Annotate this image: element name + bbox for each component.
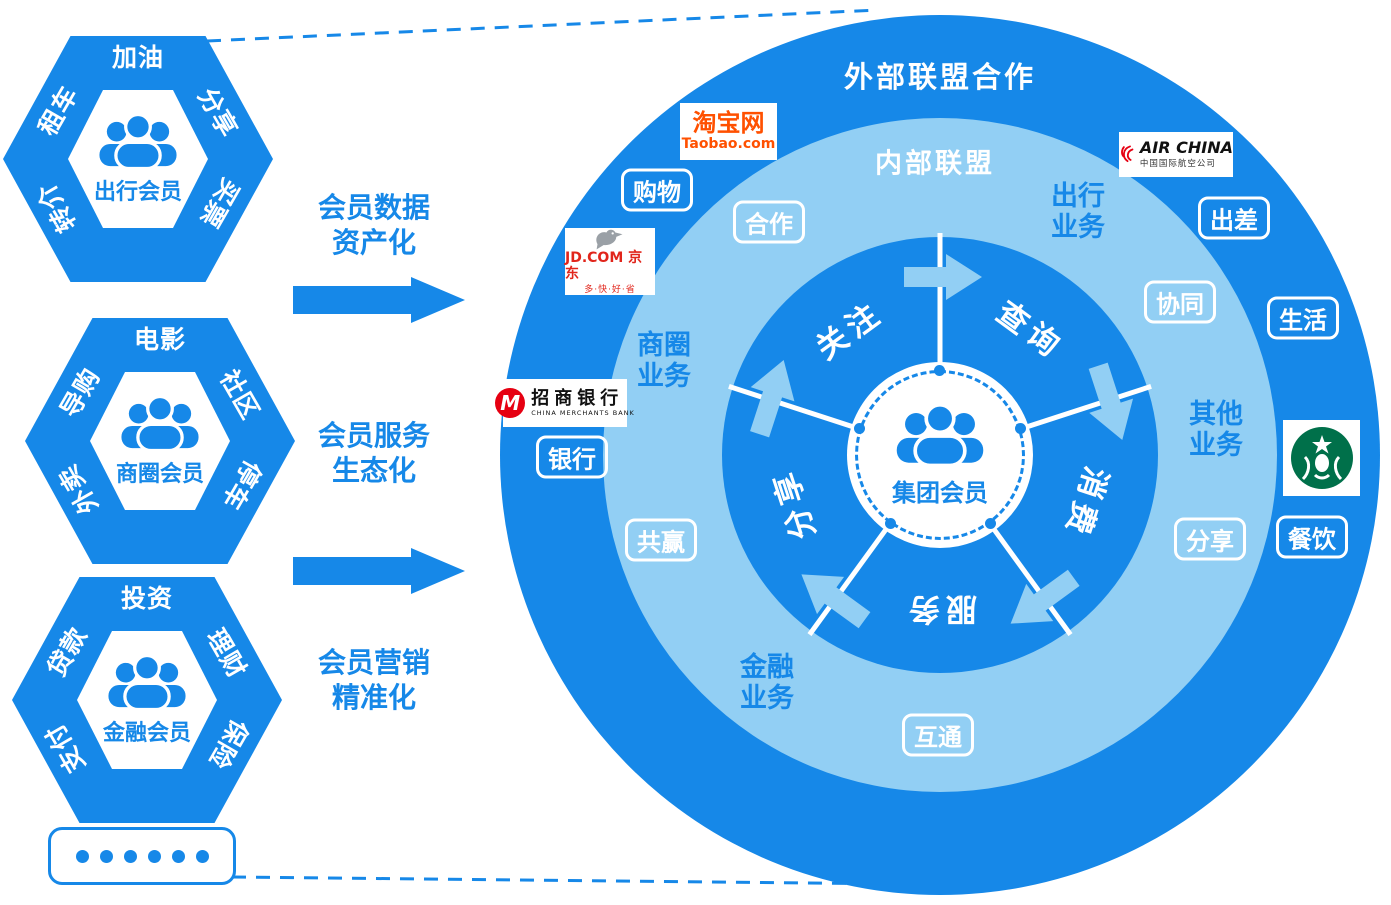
tag-life: 生活 xyxy=(1267,296,1339,340)
ellipsis-dot xyxy=(123,849,137,863)
arrow-body xyxy=(293,286,411,314)
cmb-emblem-icon: M xyxy=(495,388,526,418)
biz-line: 其他 xyxy=(1189,398,1243,430)
biz-line: 业务 xyxy=(1189,430,1243,461)
caption-line: 精准化 xyxy=(331,681,416,714)
air-china-phoenix-icon xyxy=(1121,145,1134,162)
biz-line: 业务 xyxy=(1051,212,1105,243)
tag-synergy: 协同 xyxy=(1144,280,1216,324)
ellipsis-dot xyxy=(99,849,113,863)
taobao-wordmark: 淘宝网 xyxy=(692,108,765,137)
caption-line: 会员营销 xyxy=(317,646,430,679)
ellipsis-dot xyxy=(195,849,209,863)
jd-wordmark: JD.COM 京东 xyxy=(565,250,643,282)
caption-line: 资产化 xyxy=(331,226,416,259)
taobao-domain-text: Taobao.com xyxy=(681,136,776,153)
hexagon-district-member: 商圈会员 电影 导购 社区 外卖 停车 xyxy=(25,318,295,564)
spokes-and-flow-arrows xyxy=(728,233,1152,637)
caption-line: 生态化 xyxy=(331,454,416,487)
air-china-logo: AIR CHINA 中国国际航空公司 xyxy=(1119,132,1233,177)
starbucks-logo xyxy=(1283,420,1360,496)
caption-line: 会员服务 xyxy=(317,419,430,452)
arrow-head xyxy=(411,548,465,594)
arrow-body xyxy=(293,557,411,585)
tag-interconnect: 互通 xyxy=(902,713,974,757)
hexagon-edge-label: 投资 xyxy=(120,584,174,613)
cmb-wordmark: 招商银行 xyxy=(531,388,624,410)
hexagon-finance-member: 金融会员 投资 贷款 理财 支付 保险 xyxy=(12,577,282,823)
cmb-logo: M 招商银行 CHINA MERCHANTS BANK xyxy=(495,379,634,427)
air-china-text-block: AIR CHINA 中国国际航空公司 xyxy=(1139,138,1233,169)
hexagon-title: 出行会员 xyxy=(93,179,182,205)
jd-logo: JD.COM 京东 多·快·好·省 xyxy=(565,228,655,295)
members-group-icon xyxy=(896,403,984,468)
business-finance: 金融 业务 xyxy=(740,652,794,714)
action-serve: 服务 xyxy=(903,590,977,627)
taobao-logo: 淘宝网 Taobao.com xyxy=(680,103,777,160)
more-items-box xyxy=(48,827,236,885)
cmb-text-block: 招商银行 CHINA MERCHANTS BANK xyxy=(531,389,635,417)
business-district: 商圈 业务 xyxy=(637,330,691,392)
group-member-content: 集团会员 xyxy=(847,362,1033,548)
transform-caption-marketing-precision: 会员营销 精准化 xyxy=(284,645,464,715)
tag-dining: 餐饮 xyxy=(1276,515,1348,559)
air-china-chinese-name: 中国国际航空公司 xyxy=(1139,158,1216,169)
ellipsis-dot xyxy=(75,849,89,863)
ring-junction-dot xyxy=(885,518,896,529)
starbucks-siren-icon xyxy=(1290,427,1353,489)
ring-junction-dot xyxy=(1015,423,1026,434)
tag-shopping: 购物 xyxy=(621,168,693,212)
arrow-head xyxy=(411,277,465,323)
hexagon-travel-member: 出行会员 加油 租车 分享 转介 买票 xyxy=(3,36,273,282)
transform-caption-service-ecology: 会员服务 生态化 xyxy=(284,418,464,488)
ring-junction-dot xyxy=(985,518,996,529)
hexagon-edge-label: 电影 xyxy=(133,325,187,354)
flow-arrow-right xyxy=(293,277,465,323)
biz-line: 出行 xyxy=(1051,180,1105,212)
biz-line: 业务 xyxy=(740,683,794,714)
tag-business-trip: 出差 xyxy=(1198,196,1270,240)
air-china-wordmark: AIR CHINA xyxy=(1139,138,1233,158)
hexagon-title: 商圈会员 xyxy=(115,461,204,487)
tag-cooperation: 合作 xyxy=(733,200,805,244)
tag-share: 分享 xyxy=(1174,517,1246,561)
jd-bird-icon xyxy=(596,229,623,250)
biz-line: 金融 xyxy=(740,651,794,683)
ellipsis-dot xyxy=(171,849,185,863)
cmb-english-name: CHINA MERCHANTS BANK xyxy=(531,408,635,417)
outer-ring-title: 外部联盟合作 xyxy=(843,60,1037,94)
jd-slogan: 多·快·好·省 xyxy=(584,285,636,295)
transform-caption-data-assetization: 会员数据 资产化 xyxy=(284,190,464,260)
hexagon-edge-label: 加油 xyxy=(111,43,165,72)
ring-junction-dot xyxy=(934,365,945,376)
tag-winwin: 共赢 xyxy=(625,518,697,562)
tag-bank: 银行 xyxy=(536,435,608,479)
members-group-icon xyxy=(99,113,177,171)
members-group-icon xyxy=(108,654,186,712)
group-member-center: 集团会员 xyxy=(847,362,1033,548)
inner-ring-title: 内部联盟 xyxy=(875,148,995,180)
hexagon-title: 金融会员 xyxy=(102,720,191,746)
caption-line: 会员数据 xyxy=(317,191,430,224)
members-group-icon xyxy=(121,395,199,453)
biz-line: 业务 xyxy=(637,361,691,392)
ellipsis-dot xyxy=(147,849,161,863)
ring-junction-dot xyxy=(854,423,865,434)
business-travel: 出行 业务 xyxy=(1051,181,1105,243)
hexagon-inner-panel: 出行会员 xyxy=(68,90,208,228)
flow-arrow-right xyxy=(293,548,465,594)
group-member-label: 集团会员 xyxy=(892,478,988,507)
business-other: 其他 业务 xyxy=(1189,399,1243,461)
biz-line: 商圈 xyxy=(637,329,691,361)
